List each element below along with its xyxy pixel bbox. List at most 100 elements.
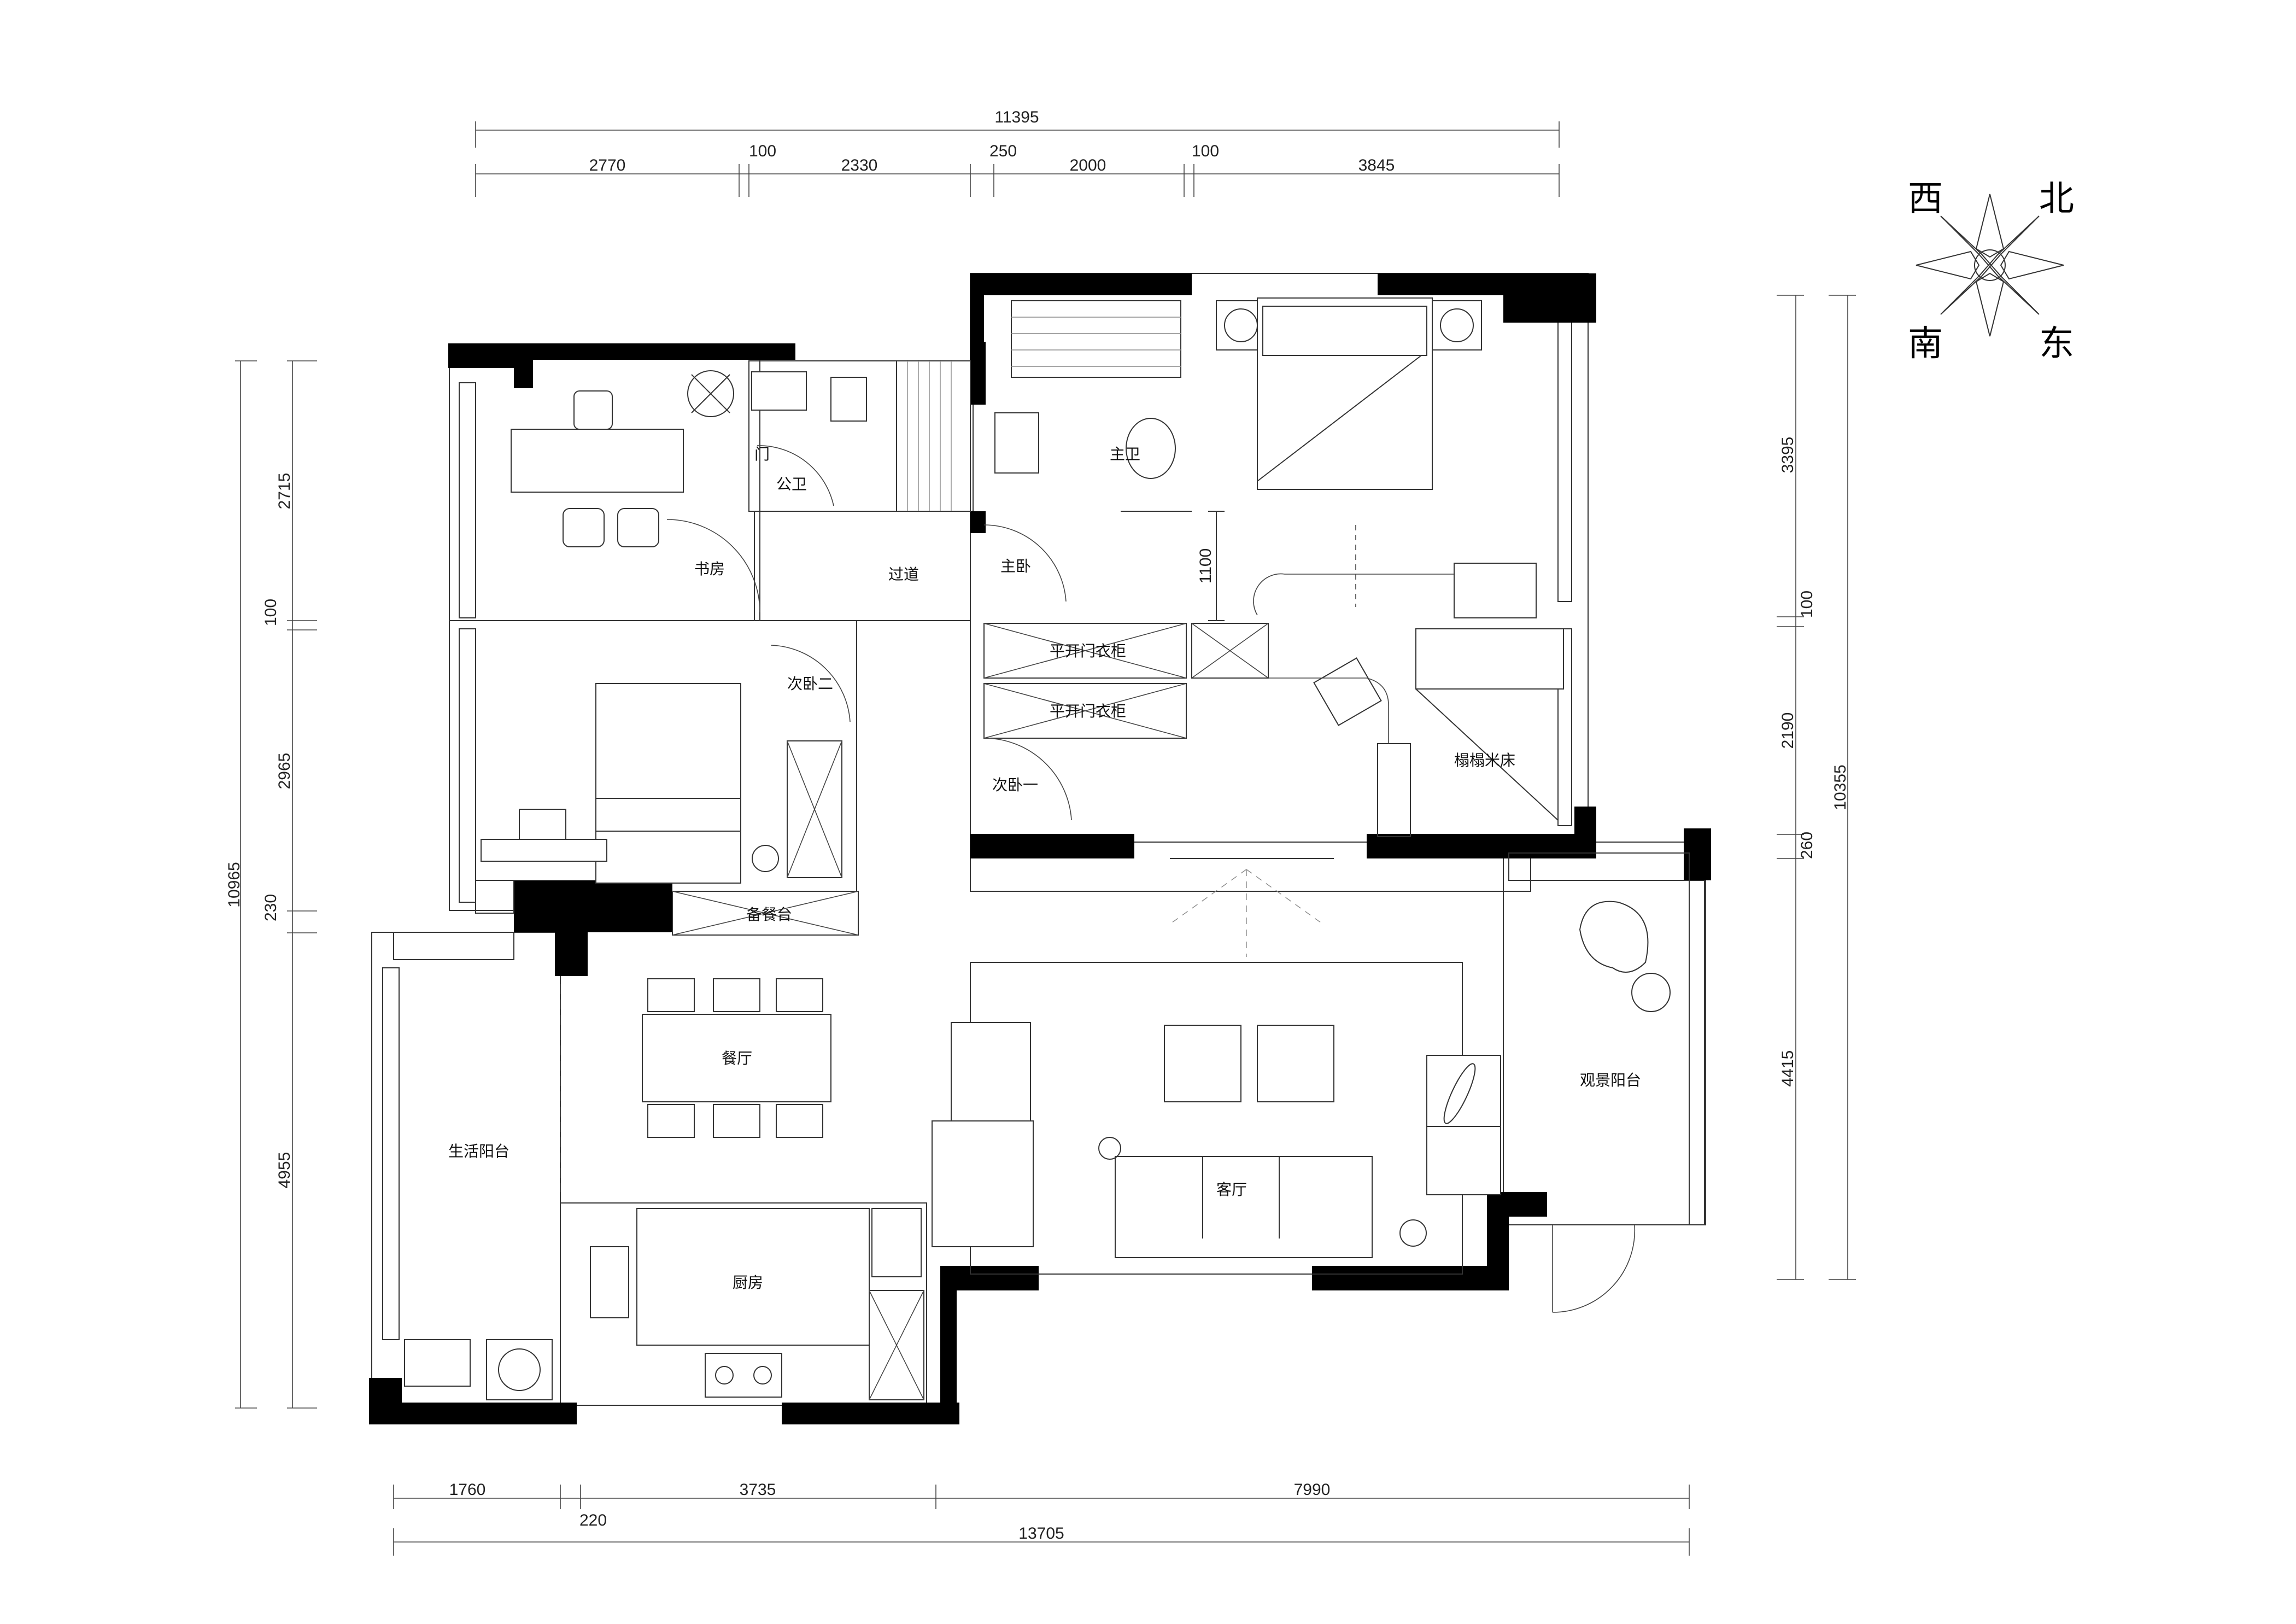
dim-bottom-seg-2: 220 [579,1511,607,1529]
pantry: 备餐台 [393,880,859,960]
dim-left-total: 10965 [225,862,243,907]
label-public-bath-door: 门 [754,445,770,463]
lounge-chair [1579,901,1649,973]
dim-top-total: 11395 [994,108,1039,126]
dim-left-seg-5: 4955 [276,1152,294,1189]
tatami-pillows [1415,628,1564,690]
side-table [1631,973,1671,1012]
dim-bottom-seg-3: 3735 [740,1481,776,1499]
dim-top-seg-2: 100 [749,142,776,160]
compass-point-s [1975,272,2005,337]
label-wardrobe-1: 平开门衣柜 [1050,642,1126,660]
compass-north: 北 [2039,179,2074,219]
label-pantry: 备餐台 [746,906,792,924]
kitchen-sink [590,1246,629,1318]
dim-left-seg-1: 2715 [276,473,294,510]
compass-point-e [2000,250,2064,280]
dim-top-seg-7: 3845 [1358,156,1395,174]
master-bedroom: 1100 主卧 [983,297,1537,621]
second-bedroom-2: 次卧二 [481,645,851,884]
study-furniture: 书房 [511,370,760,613]
dim-left-seg-2: 100 [262,599,280,626]
compass-rose: 西 北 南 东 [1908,179,2074,364]
armchair [1426,1055,1501,1195]
dim-top-seg-3: 2330 [841,156,878,174]
label-kitchen: 厨房 [733,1274,763,1292]
washing-machine [486,1339,553,1400]
master-basin [994,412,1039,474]
dim-left-seg-4: 230 [262,894,280,921]
label-dining: 餐厅 [722,1049,752,1067]
kitchen-counter [636,1208,870,1346]
label-study: 书房 [694,560,725,578]
heavy-walls [369,273,1711,1424]
kitchen: 厨房 [590,1208,924,1400]
label-tatami: 榻榻米床 [1454,751,1515,769]
stool-left [563,508,605,547]
dim-corridor-width: 1100 [1197,548,1215,584]
dim-top-seg-5: 2000 [1070,156,1106,174]
master-bath: 主卫 [994,300,1192,512]
view-balcony: 观景阳台 [1508,852,1690,1313]
dimension-left: 10965 2715 100 2965 230 4955 [225,360,317,1409]
toilet [830,377,867,422]
compass-west: 西 [1908,179,1943,219]
public-bath: 门 公卫 [751,360,971,512]
dimension-bottom: 1760 220 3735 7990 13705 [393,1481,1690,1556]
desk [511,429,684,493]
corner-desk [1313,657,1382,726]
dim-right-seg-3: 2190 [1779,712,1797,749]
master-toilet [1126,418,1176,479]
stool-right [617,508,659,547]
dining: 餐厅 [560,978,831,1192]
bedroom2-door-swing [770,645,851,722]
dim-right-seg-5: 4415 [1779,1050,1797,1087]
sofa-main [1115,1156,1373,1258]
label-second-bedroom-1: 次卧一 [992,776,1038,794]
second-bedroom-1: 次卧一 [983,657,1411,837]
bed-2 [595,683,741,884]
master-door-swing [983,524,1067,602]
living: 客厅 [932,869,1501,1275]
nightstand-right [1432,300,1482,350]
dim-top-seg-1: 2770 [589,156,626,174]
dim-right-seg-2: 100 [1798,591,1816,618]
tv-cabinet [1454,563,1537,618]
dim-bottom-seg-4: 7990 [1294,1481,1331,1499]
dim-top-seg-6: 100 [1192,142,1219,160]
utility-balcony: 生活阳台 [404,1142,553,1400]
dim-left-seg-3: 2965 [276,753,294,790]
wardrobes: 平开门衣柜 平开门衣柜 [983,623,1269,739]
desk-chair [573,390,613,430]
fridge [871,1208,922,1277]
coffee-table-2 [1257,1025,1334,1102]
dim-right-seg-1: 3395 [1779,437,1797,474]
dim-top-seg-4: 250 [989,142,1017,160]
label-wardrobe-2: 平开门衣柜 [1050,702,1126,720]
dim-bottom-seg-1: 1760 [449,1481,486,1499]
balcony-door-swing [1552,1224,1636,1313]
compass-south: 南 [1908,324,1943,364]
bathtub [1011,300,1181,378]
balcony-cabinet [1508,852,1690,881]
label-view-balcony: 观景阳台 [1580,1071,1641,1089]
dim-bottom-total: 13705 [1018,1524,1064,1543]
dining-table [642,1014,831,1102]
label-living: 客厅 [1216,1181,1247,1199]
desk-shelf-2 [481,839,607,862]
dimension-top: 11395 2770 100 2330 250 2000 100 3845 [475,108,1560,197]
label-public-bath: 公卫 [776,475,807,493]
label-second-bedroom-2: 次卧二 [787,675,833,693]
study-door-swing [666,519,760,613]
dim-right-total: 10355 [1831,764,1849,810]
coffee-table-1 [1164,1025,1241,1102]
compass-point-w [1916,250,1980,280]
floor-lamp-living-icon [1399,1219,1427,1247]
label-master-bath: 主卫 [1110,445,1140,463]
bath-door-swing [757,445,834,506]
label-utility-balcony: 生活阳台 [448,1142,509,1160]
basin [751,371,807,411]
dimension-right: 3395 100 2190 260 4415 10355 [1777,295,1856,1280]
dim-right-seg-4: 260 [1798,832,1816,859]
